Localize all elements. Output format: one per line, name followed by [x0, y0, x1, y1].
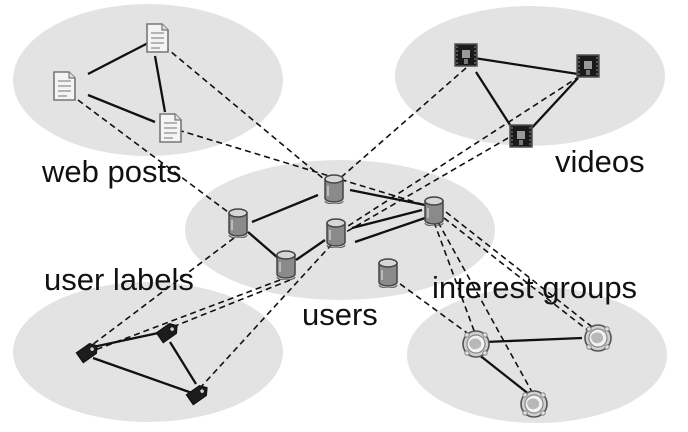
- edge-post2-post3: [153, 55, 167, 113]
- edge-video1-video3: [475, 71, 513, 129]
- video-film-icon: [454, 43, 478, 67]
- edge-post2-user2: [163, 45, 326, 181]
- document-icon: [53, 71, 76, 101]
- group-globe-icon: [520, 390, 548, 418]
- web-posts-label: web posts: [41, 154, 182, 189]
- edge-user1-user2: [251, 193, 319, 224]
- users-label: users: [302, 297, 378, 332]
- edge-video1-video2: [473, 56, 579, 76]
- clusters: [13, 4, 667, 423]
- edge-user3-tag3: [199, 243, 333, 389]
- edge-post3-user6: [177, 129, 429, 207]
- user-labels-label: user labels: [44, 262, 194, 297]
- edge-post1-post2: [87, 40, 151, 76]
- user-cylinder-icon: [324, 174, 344, 204]
- document-icon: [159, 113, 182, 143]
- video-film-icon: [509, 124, 533, 148]
- edge-user2-user6: [349, 188, 426, 207]
- edge-video1-user2: [337, 67, 467, 181]
- user-cylinder-icon: [228, 208, 248, 238]
- interest-groups-label: interest groups: [432, 270, 637, 305]
- group-globe-icon: [462, 330, 490, 358]
- edge-tag2-tag3: [169, 341, 197, 385]
- user-cylinder-icon: [424, 196, 444, 226]
- group-globe-icon: [584, 324, 612, 352]
- video-film-icon: [576, 54, 600, 78]
- user-cylinder-icon: [326, 218, 346, 248]
- dashed-edges: [77, 45, 597, 393]
- edge-user6-group1: [433, 221, 477, 337]
- user-cylinder-icon: [378, 258, 398, 288]
- interest-groups-cluster: [407, 287, 667, 423]
- user-labels-cluster: [13, 282, 283, 422]
- edge-video2-video3: [527, 77, 579, 133]
- edge-user6-group3: [437, 221, 533, 393]
- edge-user3-user6: [351, 208, 423, 230]
- edge-post1-user1: [77, 99, 233, 216]
- edge-user4-tag2: [169, 279, 291, 329]
- edge-user6-group2: [443, 217, 591, 333]
- edge-tag1-tag2: [92, 330, 164, 349]
- edge-user4-tag1: [94, 279, 281, 351]
- edge-user4-user3: [295, 239, 326, 261]
- edge-tag1-tag3: [92, 356, 193, 395]
- edge-video3-user3: [345, 137, 509, 233]
- edge-post1-post3: [87, 93, 156, 124]
- document-icon: [146, 23, 169, 53]
- edge-group1-group2: [484, 336, 583, 344]
- user-cylinder-icon: [276, 250, 296, 280]
- edge-group1-group3: [477, 353, 531, 396]
- videos-label: videos: [555, 144, 645, 179]
- edge-user3-user6b: [354, 216, 426, 244]
- web-posts-cluster: [13, 4, 283, 156]
- edge-user5-group1: [391, 277, 475, 339]
- edge-video2-user3: [344, 75, 581, 229]
- videos-cluster: [395, 6, 665, 146]
- edge-user1-user4: [247, 231, 279, 259]
- edge-user6-group2b: [445, 211, 597, 331]
- solid-edges: [87, 40, 583, 396]
